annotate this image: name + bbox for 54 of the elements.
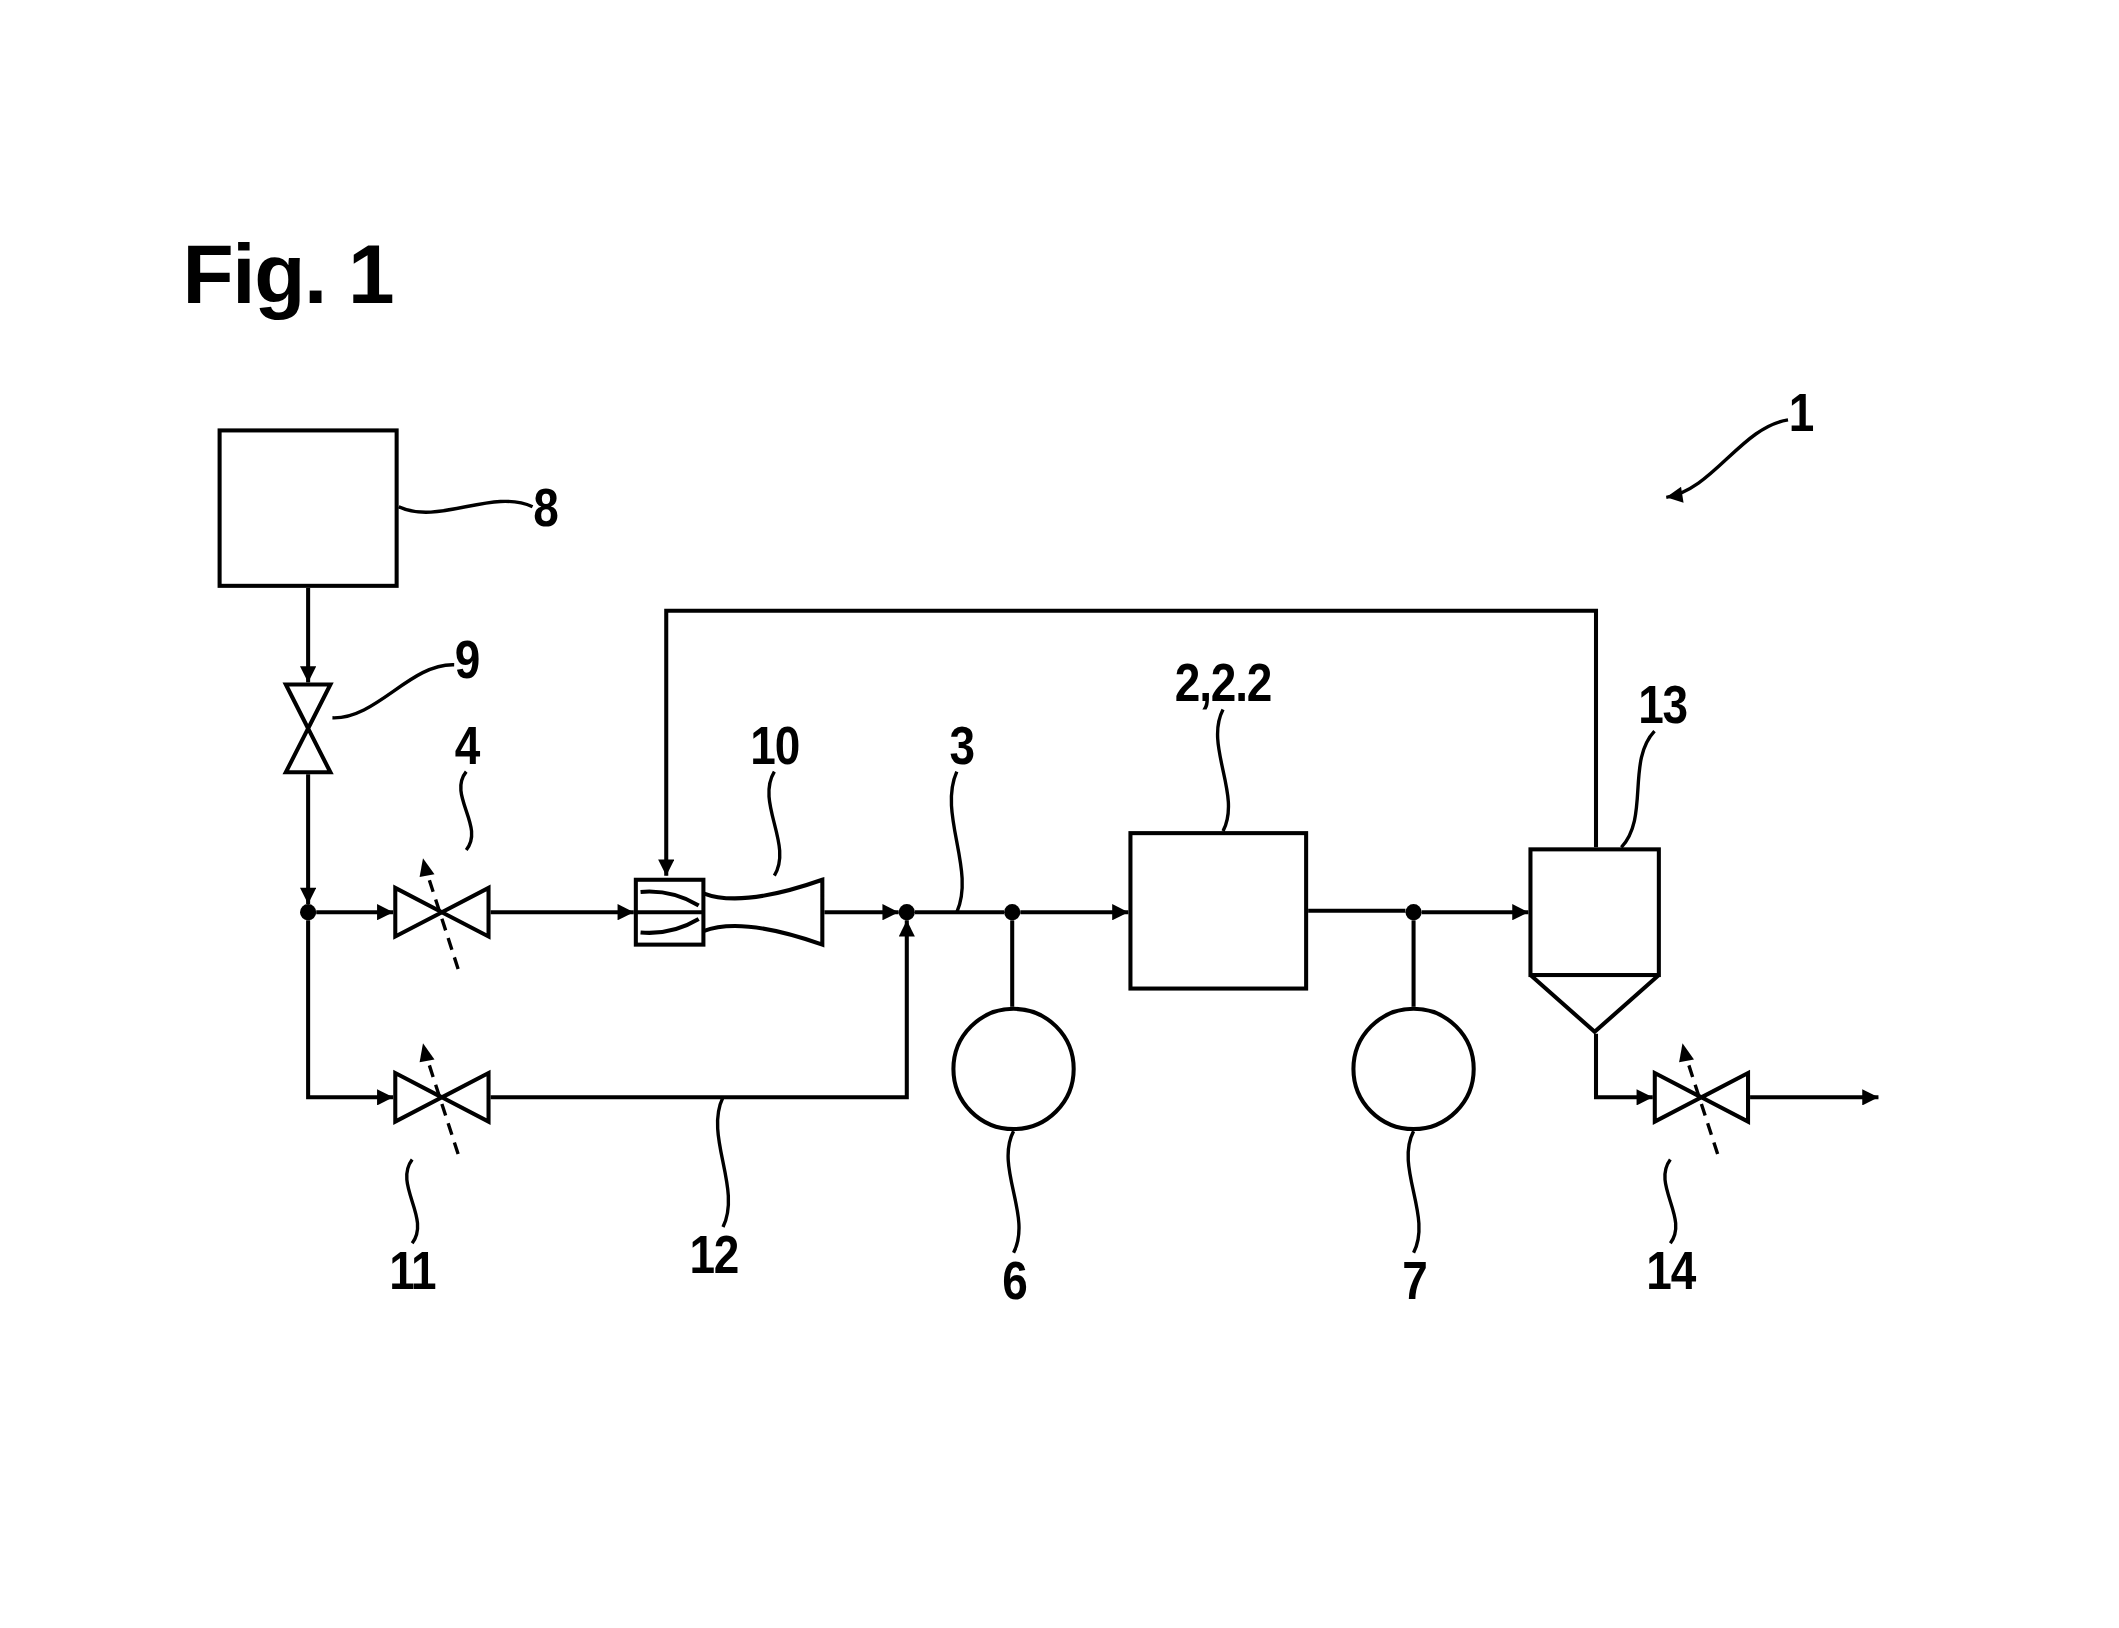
junction-dot — [300, 904, 317, 921]
callout-number: 13 — [1637, 677, 1687, 732]
callout-number: 9 — [454, 632, 479, 687]
leader-line — [1006, 1130, 1021, 1254]
callout-number: 6 — [1001, 1252, 1026, 1307]
flow-arrow — [658, 608, 1599, 876]
pipe-line — [1411, 920, 1416, 1007]
callout-number: 4 — [454, 717, 479, 772]
leader-line — [1663, 1158, 1678, 1245]
pipe-line — [914, 910, 1005, 915]
leader-line — [459, 770, 474, 851]
leader-line — [767, 770, 782, 877]
flow-arrow — [490, 904, 634, 921]
leader-line — [332, 663, 455, 720]
figure-title: Fig. 1 — [182, 229, 394, 319]
junction-dot — [898, 904, 915, 921]
callout-number: 2,2.2 — [1174, 655, 1272, 710]
leader-line — [949, 771, 964, 913]
callout-number: 8 — [532, 479, 557, 534]
pipe-line — [1308, 908, 1406, 913]
callout-number: 14 — [1645, 1243, 1695, 1298]
leader-line — [716, 1096, 730, 1228]
leader-line — [405, 1158, 420, 1245]
callout-number: 11 — [389, 1243, 436, 1298]
valve-symbol — [283, 682, 333, 775]
sensor-circle — [1351, 1006, 1476, 1132]
junction-dot — [1004, 904, 1021, 921]
flow-arrow — [824, 904, 899, 921]
leader-line — [1216, 708, 1231, 832]
separator-symbol — [1528, 847, 1661, 1034]
flow-arrow — [1750, 1089, 1879, 1106]
callout-number: 1 — [1788, 385, 1813, 440]
leader-line — [398, 499, 534, 514]
jet-pump-symbol — [633, 875, 825, 949]
flow-arrow — [300, 774, 317, 905]
flow-arrow — [316, 904, 394, 921]
sensor-circle — [951, 1006, 1076, 1132]
flow-arrow — [1421, 904, 1529, 921]
flow-arrow — [1020, 904, 1129, 921]
callout-number: 12 — [688, 1227, 738, 1282]
callout-number: 7 — [1401, 1252, 1426, 1307]
component-box — [1128, 831, 1309, 991]
flow-arrow — [300, 587, 317, 683]
leader-arrow — [1665, 418, 1789, 502]
flow-arrow — [490, 920, 915, 1100]
tank-box — [217, 428, 399, 588]
flow-arrow — [1594, 1033, 1653, 1106]
leader-line — [1619, 730, 1656, 849]
callout-number: 10 — [749, 717, 799, 772]
flow-arrow — [306, 920, 394, 1106]
callout-number: 3 — [948, 717, 974, 772]
leader-line — [1406, 1130, 1421, 1254]
junction-dot — [1405, 904, 1422, 921]
pipe-line — [1010, 920, 1015, 1007]
